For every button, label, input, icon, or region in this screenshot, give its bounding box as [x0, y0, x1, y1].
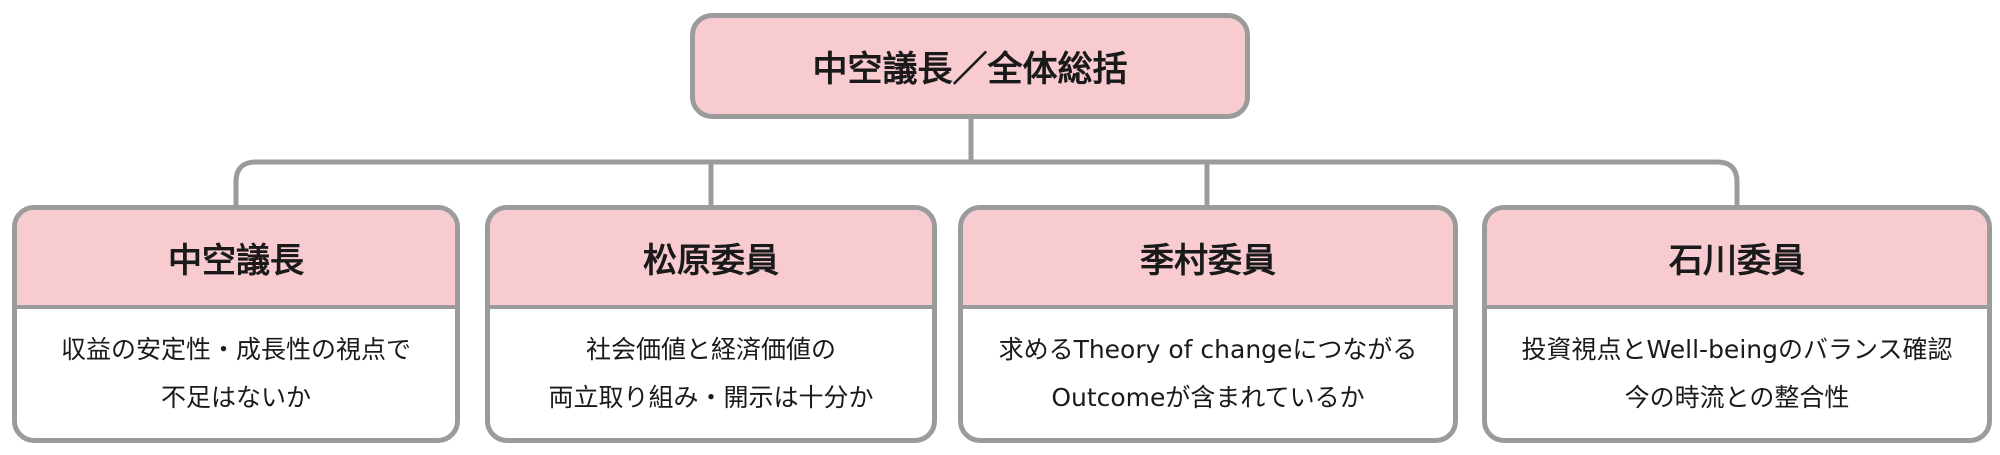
member-title: 季村委員: [1140, 241, 1276, 281]
member-header: 松原委員: [490, 210, 932, 309]
member-title: 松原委員: [643, 241, 779, 281]
member-title: 中空議長: [168, 241, 304, 281]
root-label: 中空議長／全体総括: [812, 49, 1128, 90]
description-line: 投資視点とWell-beingのバランス確認: [1521, 334, 1953, 364]
member-header: 中空議長: [17, 210, 455, 309]
member-description: 社会価値と経済価値の 両立取り組み・開示は十分か: [490, 309, 932, 438]
member-title: 石川委員: [1669, 241, 1805, 281]
member-description: 求めるTheory of changeにつながる Outcomeが含まれているか: [963, 309, 1453, 438]
description-line: 収益の安定性・成長性の視点で: [60, 334, 411, 364]
member-header: 季村委員: [963, 210, 1453, 309]
horizontal-connector: [233, 159, 1740, 207]
member-node-2: 松原委員 社会価値と経済価値の 両立取り組み・開示は十分か: [485, 205, 937, 443]
root-node: 中空議長／全体総括: [690, 13, 1250, 119]
description-line: 社会価値と経済価値の: [585, 334, 836, 364]
member-node-1: 中空議長 収益の安定性・成長性の視点で 不足はないか: [12, 205, 460, 443]
member-node-4: 石川委員 投資視点とWell-beingのバランス確認 今の時流との整合性: [1482, 205, 1992, 443]
member-description: 投資視点とWell-beingのバランス確認 今の時流との整合性: [1487, 309, 1987, 438]
member-description: 収益の安定性・成長性の視点で 不足はないか: [17, 309, 455, 438]
description-line: 不足はないか: [160, 382, 311, 412]
description-line: 求めるTheory of changeにつながる: [998, 334, 1418, 364]
description-line: 今の時流との整合性: [1624, 382, 1850, 412]
member-node-3: 季村委員 求めるTheory of changeにつながる Outcomeが含ま…: [958, 205, 1458, 443]
description-line: Outcomeが含まれているか: [1051, 382, 1365, 412]
member-header: 石川委員: [1487, 210, 1987, 309]
description-line: 両立取り組み・開示は十分か: [548, 382, 874, 412]
